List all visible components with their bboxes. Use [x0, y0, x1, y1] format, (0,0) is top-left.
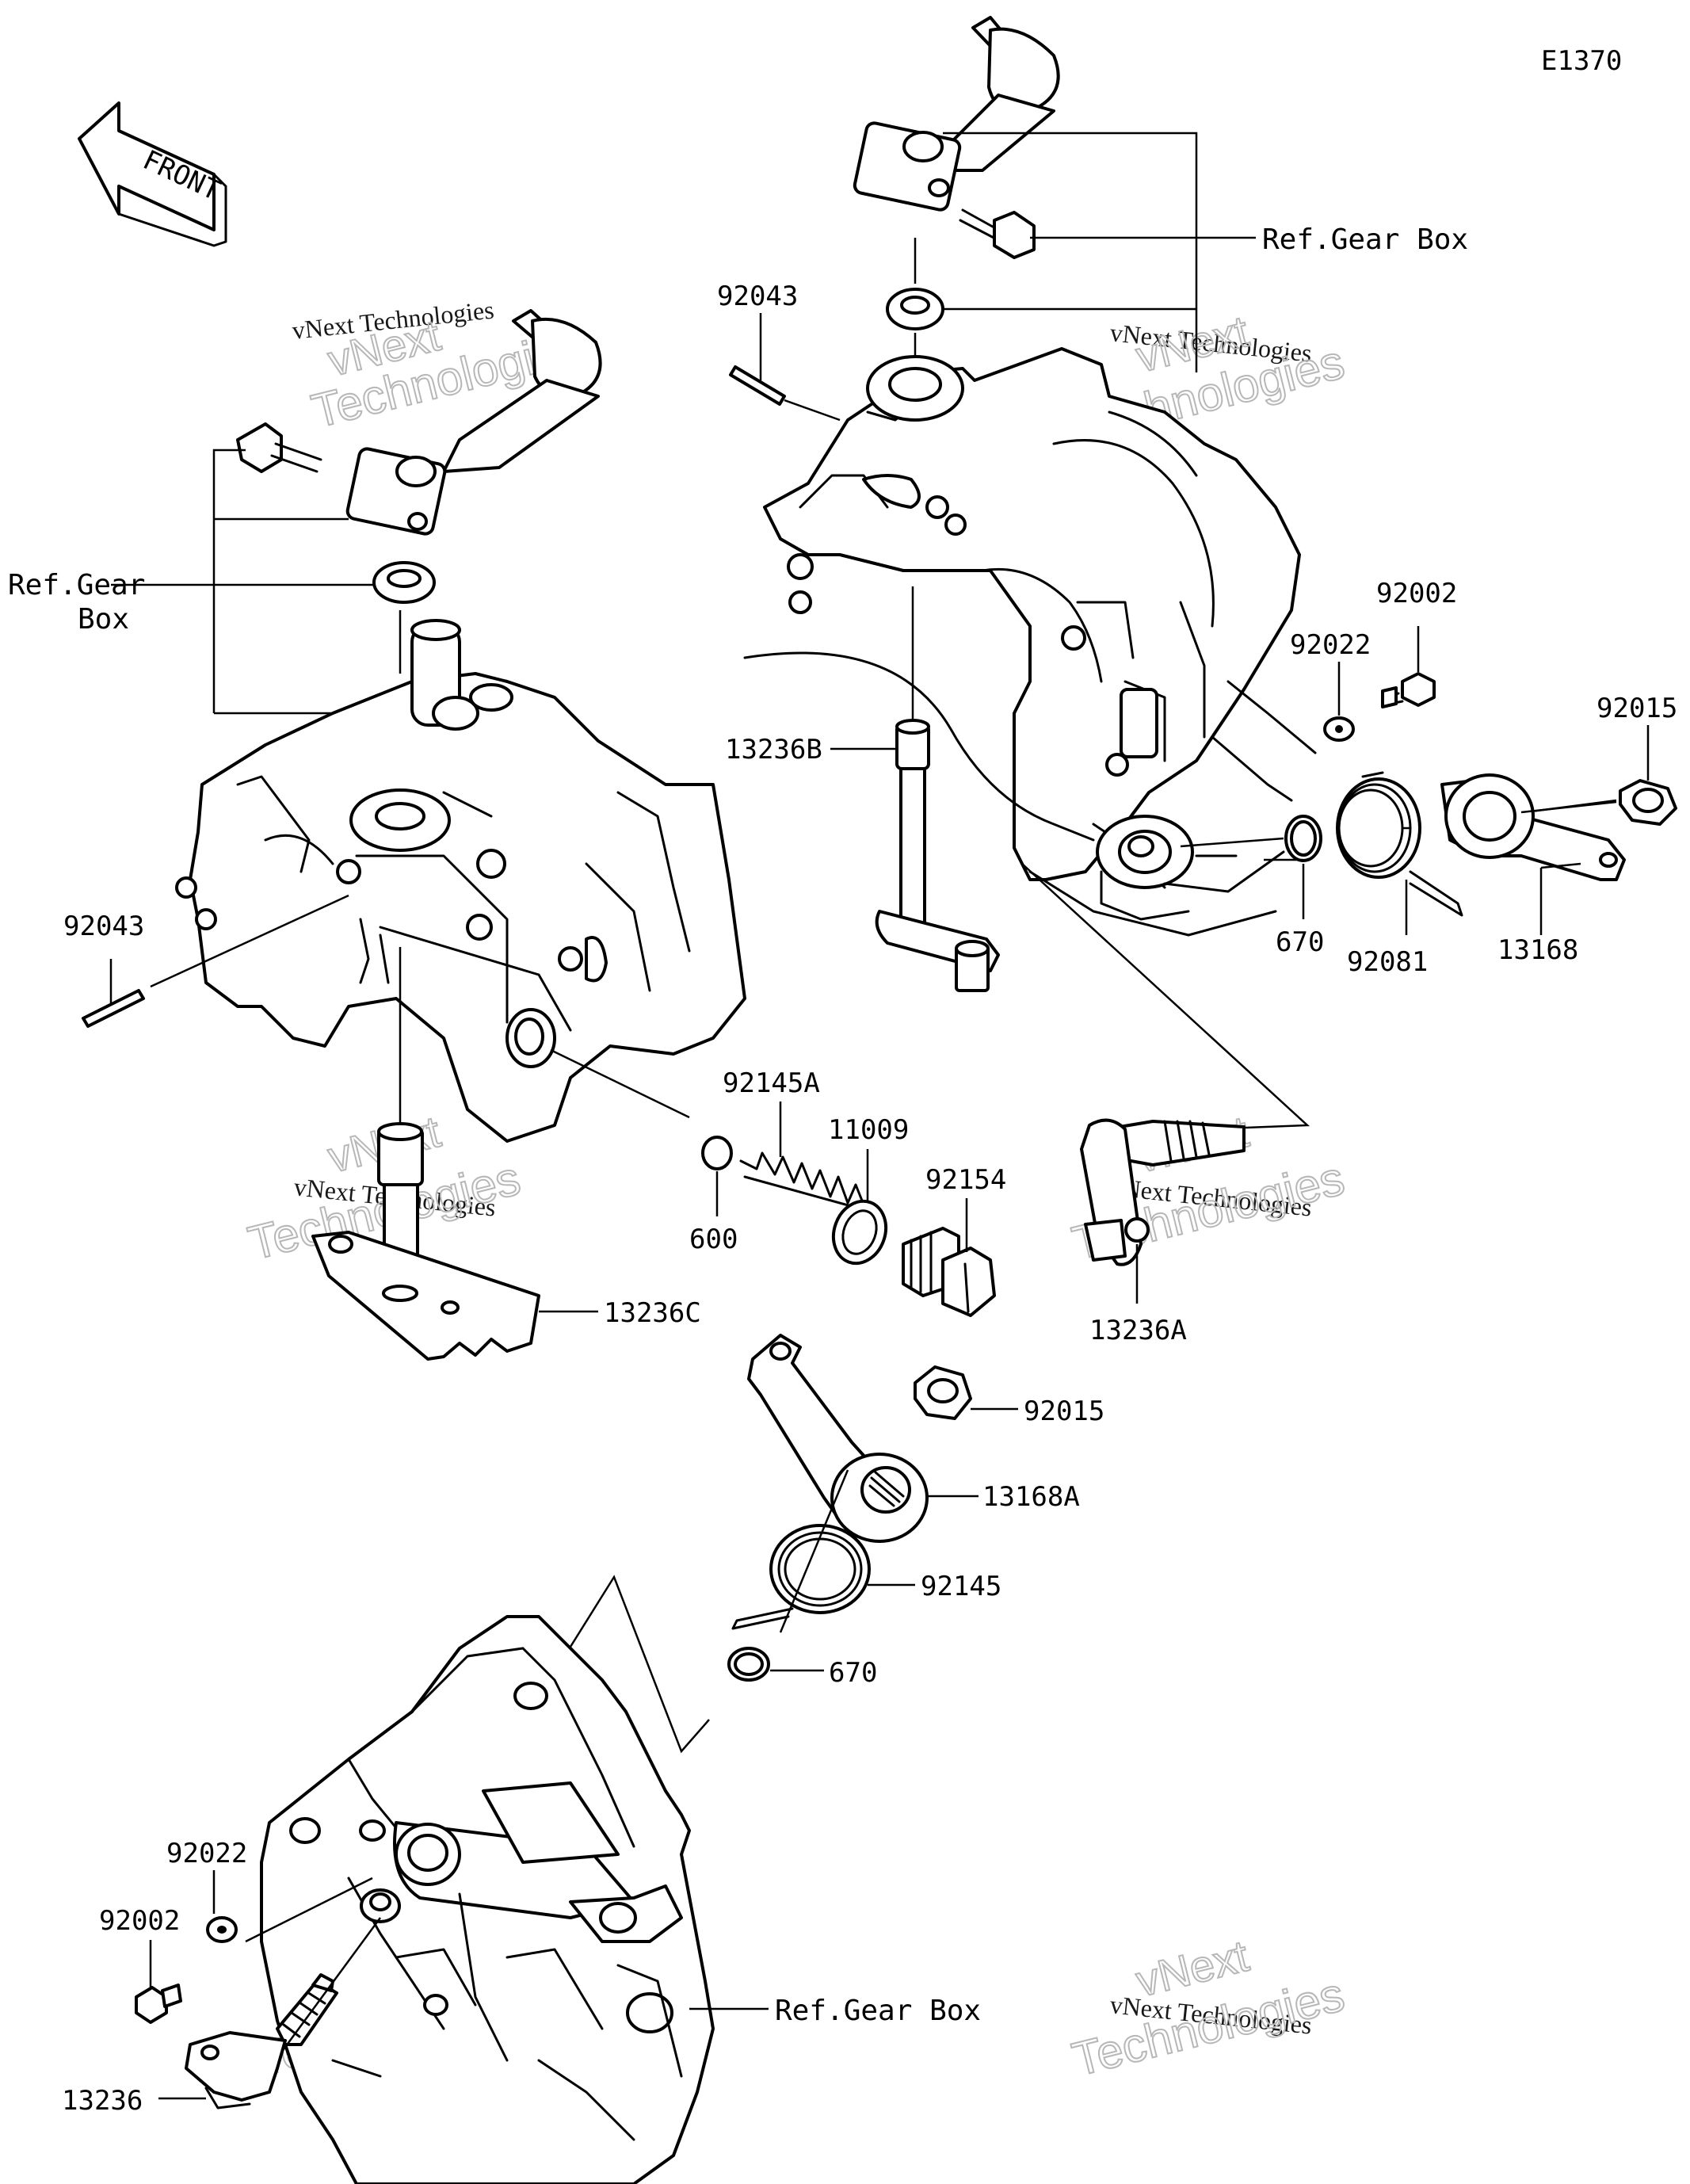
part-label-p13236C: 13236C [604, 1297, 701, 1329]
spring-92145 [731, 1524, 871, 1630]
washer-left [372, 561, 436, 604]
part-label-p13236B: 13236B [725, 734, 822, 766]
bolt-92002-upper [1381, 672, 1436, 708]
gearbox-housing-upper-right [743, 347, 1317, 937]
circlip-670-upper [1284, 815, 1322, 862]
lever-13168 [1440, 773, 1626, 881]
ball-600 [701, 1136, 733, 1170]
part-label-p670a: 670 [1276, 926, 1324, 958]
shift-shaft-13236A [1080, 1118, 1246, 1266]
pin-92043-upper [729, 365, 786, 406]
nut-92015-lower [914, 1365, 972, 1420]
part-label-p92015a: 92015 [1597, 693, 1677, 724]
washer-92022-lower [206, 1916, 238, 1943]
part-label-p13236: 13236 [62, 2085, 143, 2117]
plug-92154 [902, 1227, 996, 1317]
watermark-bottom-right: vNext Technologies vNext Technologies [1066, 1930, 1350, 2087]
front-arrow-icon: FRONT [78, 101, 227, 247]
part-label-p92081: 92081 [1347, 946, 1428, 978]
part-label-p13168: 13168 [1497, 934, 1578, 966]
washer-92022-upper [1323, 716, 1355, 742]
ref-gear-box-label-left-line1: Ref.Gear [8, 569, 145, 601]
part-label-p11009: 11009 [828, 1114, 909, 1146]
gasket-11009 [831, 1199, 888, 1266]
part-label-p13168A: 13168A [982, 1481, 1080, 1513]
ref-gear-box-label-upper-right: Ref.Gear Box [1262, 223, 1468, 256]
shift-arm-left [345, 309, 602, 536]
diagram-code: E1370 [1541, 45, 1622, 77]
part-label-p92145: 92145 [921, 1571, 1001, 1602]
bolt-upper-right [959, 208, 1036, 259]
part-label-p92145A: 92145A [723, 1067, 820, 1099]
gearbox-housing-lower [260, 1615, 715, 2184]
pin-92043-lower [82, 989, 145, 1028]
part-label-p92015b: 92015 [1024, 1396, 1104, 1427]
spring-92145A [739, 1151, 865, 1210]
part-label-p92002a: 92002 [1376, 578, 1457, 609]
part-label-p92043a: 92043 [717, 281, 798, 312]
part-label-p92043b: 92043 [63, 911, 144, 942]
part-label-p92002b: 92002 [99, 1905, 180, 1937]
circlip-670-lower [727, 1647, 770, 1682]
ref-gear-box-label-lower: Ref.Gear Box [775, 1995, 981, 2027]
part-label-p92022b: 92022 [166, 1838, 247, 1869]
spring-92081 [1336, 771, 1463, 917]
part-label-p600: 600 [689, 1224, 738, 1255]
gearbox-housing-left [175, 619, 746, 1143]
washer-upper-right [886, 288, 944, 330]
part-label-p92022a: 92022 [1290, 629, 1371, 661]
shift-shaft-13236C [311, 1122, 540, 1361]
nut-92015-upper [1619, 779, 1677, 826]
ref-gear-box-label-left-line2: Box [78, 603, 129, 636]
lever-13168A [747, 1334, 929, 1543]
bolt-left [236, 422, 322, 473]
shift-arm-upper-right [853, 16, 1060, 212]
shift-shaft-13236B [875, 719, 1000, 992]
part-label-p92154: 92154 [925, 1164, 1006, 1196]
part-label-p670b: 670 [829, 1657, 877, 1689]
bolt-92002-lower [135, 1984, 182, 2024]
part-label-p13236A: 13236A [1089, 1315, 1187, 1346]
